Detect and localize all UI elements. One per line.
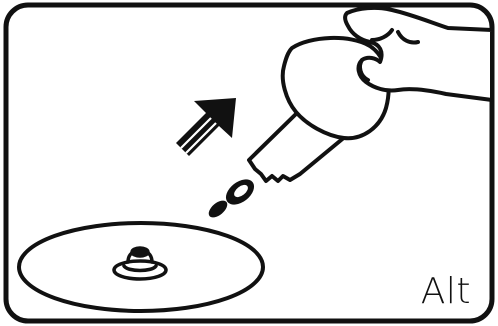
o-ring-icon [208, 200, 228, 218]
frame-border [3, 2, 495, 324]
lid-icon [17, 221, 265, 313]
caption-text: Alt [420, 271, 471, 312]
arrow-up-right-icon [176, 98, 236, 156]
knob-icon [112, 246, 168, 281]
washer-icon [225, 179, 255, 205]
hand-icon [343, 5, 494, 102]
